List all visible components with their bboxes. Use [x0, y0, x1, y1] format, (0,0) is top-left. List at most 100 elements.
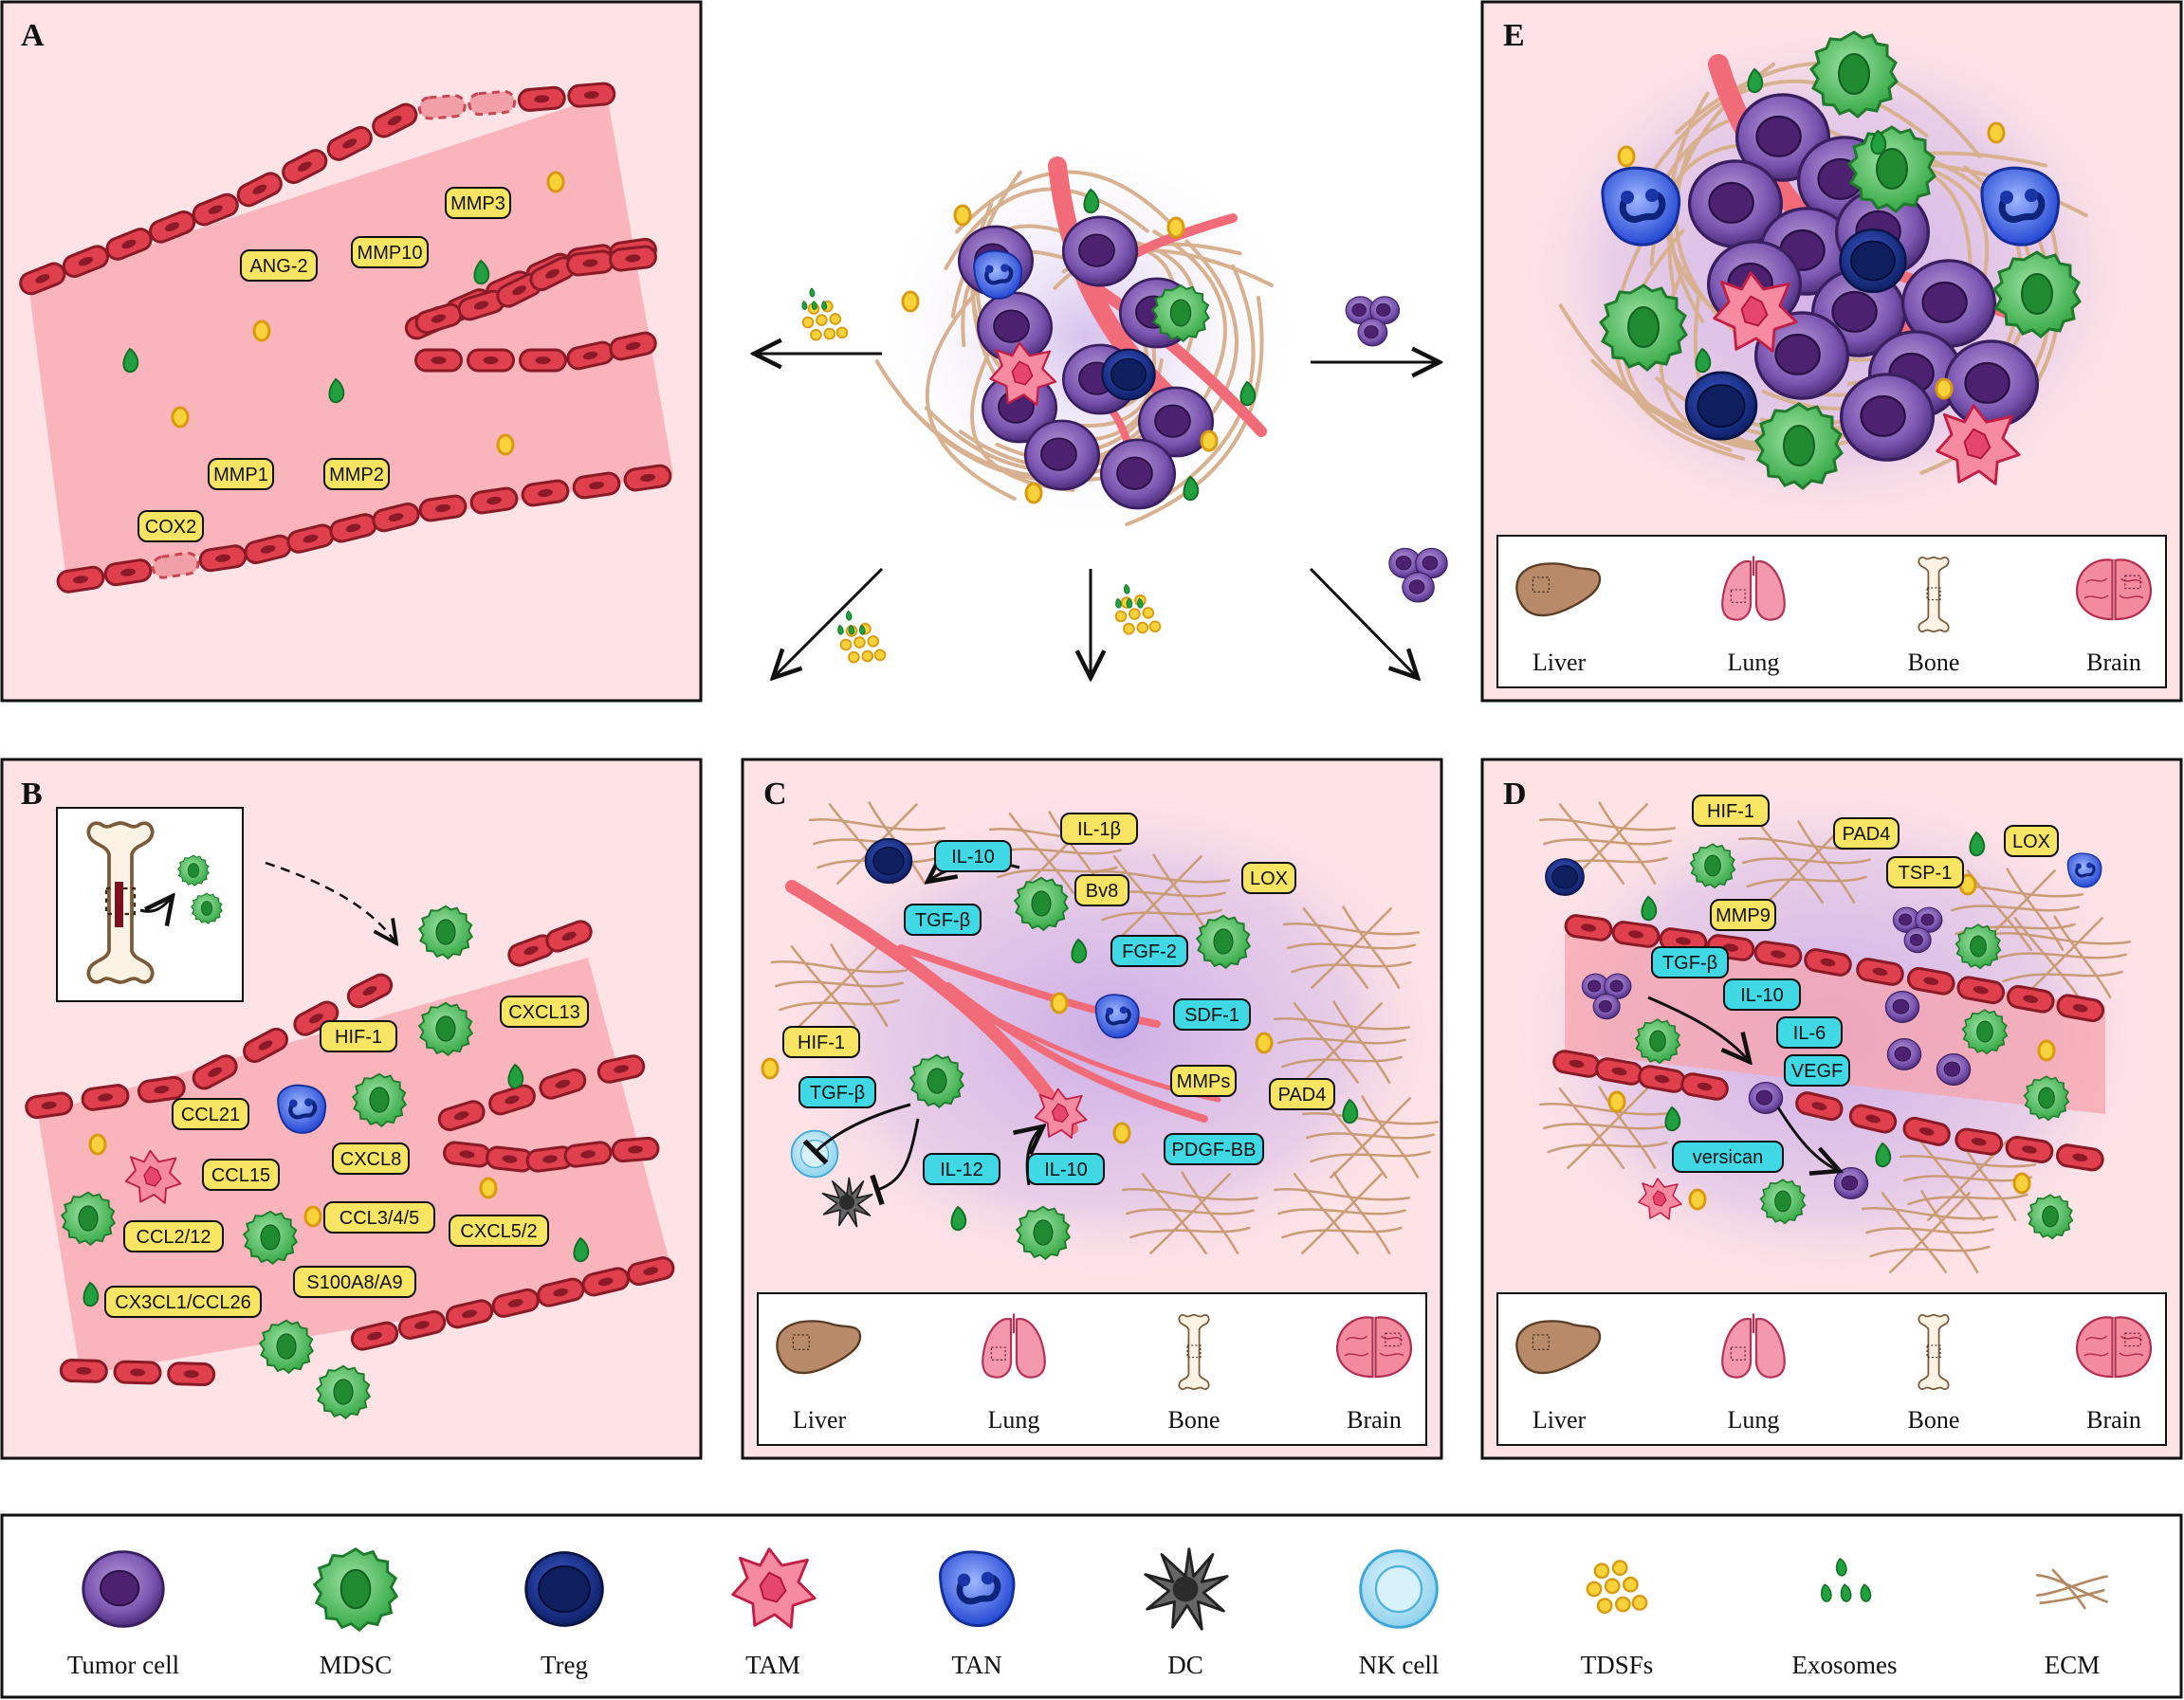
endothelial-cell: [372, 502, 420, 533]
mediator-text: IL-10: [1740, 985, 1784, 1006]
mediator-text: SDF-1: [1184, 1005, 1239, 1026]
mediator-label: LOX: [2004, 825, 2059, 857]
endothelial-cell: [1856, 958, 1904, 986]
endothelial-cell: [236, 172, 283, 208]
mediator-label: CXCL5/2: [449, 1215, 549, 1247]
mediator-text: FGF-2: [1122, 941, 1177, 962]
legend-label-tam: TAM: [745, 1651, 800, 1679]
legend-label-mdsc: MDSC: [320, 1651, 393, 1679]
endothelial-cell: [1902, 1116, 1951, 1146]
tdsf-particle: [761, 1057, 780, 1080]
tumor-cell: [1943, 339, 2040, 429]
legend-nk-icon: [1359, 1549, 1439, 1629]
organ-label-brain: Brain: [1347, 1406, 1402, 1434]
mediator-label: CCL15: [202, 1159, 280, 1191]
exosome-particle: [83, 1281, 100, 1307]
mediator-text: IL-12: [940, 1160, 983, 1180]
mediator-text: TGF-β: [810, 1083, 865, 1104]
organ-box-frame: [757, 1292, 1427, 1446]
legend-label-exo: Exosomes: [1792, 1651, 1898, 1679]
endothelial-cell: [486, 1145, 534, 1173]
tdsf-particle: [1617, 145, 1636, 168]
arrow-to-b: [773, 567, 884, 678]
panel-b-vessel-wall: [25, 920, 675, 1387]
mediator-label: PDGF-BB: [1164, 1133, 1264, 1165]
mediator-label: CCL21: [172, 1098, 249, 1130]
mediator-text: versican: [1693, 1147, 1763, 1168]
endothelial-cell: [286, 523, 335, 554]
mediator-text: ANG-2: [249, 256, 307, 277]
mediator-text: MMP3: [450, 193, 505, 214]
panel-b-cells: [61, 905, 590, 1419]
mediator-label: TGF-β: [904, 904, 982, 936]
endothelial-cell: [372, 102, 418, 138]
tan-cell: [2065, 851, 2103, 889]
endothelial-cell: [537, 1277, 585, 1307]
endothelial-cell: [519, 348, 567, 373]
mediator-text: VEGF: [1791, 1061, 1843, 1082]
mediator-text: HIF-1: [335, 1027, 382, 1048]
endothelial-cell: [59, 1358, 108, 1383]
mediator-text: CXCL8: [340, 1149, 401, 1170]
mediator-text: CXCL13: [508, 1002, 580, 1023]
mediator-text: IL-6: [1793, 1023, 1826, 1044]
mediator-label: MMP2: [323, 458, 390, 490]
mediator-label: MMP1: [208, 458, 274, 490]
exosome-particle: [1071, 938, 1088, 964]
mediator-text: TSP-1: [1899, 863, 1953, 884]
exosome-particle: [507, 1063, 524, 1089]
tdsf-particle: [1987, 121, 2006, 144]
mediator-text: LOX: [1250, 868, 1288, 889]
endothelial-cell: [609, 245, 657, 272]
mediator-text: MMPs: [1177, 1071, 1231, 1092]
legend-label-dc: DC: [1167, 1651, 1203, 1679]
endothelial-cell: [1955, 1127, 2004, 1156]
panel-b: B HIF-1CXCL13CCL21CCL15CXCL8CCL2/12CCL3/…: [0, 758, 703, 1460]
exosome-particle: [1083, 188, 1100, 214]
mediator-text: MMP10: [358, 243, 423, 264]
legend-label-tumor: Tumor cell: [67, 1651, 179, 1679]
exosome-particle: [1239, 380, 1257, 407]
legend-label-ecm: ECM: [2045, 1651, 2101, 1679]
mediator-label: MMPs: [1170, 1065, 1237, 1097]
tdsf-particle: [1112, 1122, 1131, 1144]
panel-e-letter: E: [1503, 18, 1525, 53]
tumor-cell: [1833, 1166, 1869, 1200]
organ-label-lung: Lung: [1728, 649, 1780, 676]
exosome-particle: [122, 347, 139, 374]
mediator-label: HIF-1: [320, 1020, 397, 1052]
tdsf-particle: [1935, 377, 1954, 400]
panel-a-vessel-wall: [19, 82, 672, 594]
endothelial-cell: [437, 1100, 486, 1132]
legend-label-nk: NK cell: [1359, 1651, 1440, 1679]
panel-a-particles: [122, 171, 565, 456]
tdsf-particle: [546, 171, 565, 193]
mediator-text: PAD4: [1278, 1085, 1327, 1106]
panel-d-cells: [1545, 831, 2103, 1240]
organ-label-liver: Liver: [1532, 1406, 1587, 1434]
organ-label-lung: Lung: [1728, 1406, 1780, 1434]
tdsf-particle: [1050, 992, 1069, 1015]
exosome-particle: [1641, 895, 1658, 922]
endothelial-cell: [1804, 948, 1852, 977]
tumor-cell: [1061, 215, 1139, 287]
endothelial-cell: [1611, 921, 1661, 948]
dissemination-arrows: [754, 287, 1447, 678]
endothelial-cell: [56, 565, 105, 594]
legend-label-tan: TAN: [951, 1651, 1001, 1679]
mediator-label: LOX: [1241, 862, 1296, 894]
endothelial-cell: [103, 558, 153, 587]
panel-b-labels: HIF-1CXCL13CCL21CCL15CXCL8CCL2/12CCL3/4/…: [104, 996, 589, 1318]
mediator-label: HIF-1: [782, 1026, 860, 1058]
organ-label-bone: Bone: [1908, 1406, 1960, 1434]
organ-label-bone: Bone: [1908, 649, 1960, 676]
mediator-label: IL-12: [923, 1153, 1000, 1185]
treg-cell: [1839, 228, 1907, 294]
mediator-text: TGF-β: [915, 910, 970, 931]
mediator-label: PAD4: [1269, 1078, 1335, 1110]
exosome-particle: [1342, 1098, 1359, 1124]
